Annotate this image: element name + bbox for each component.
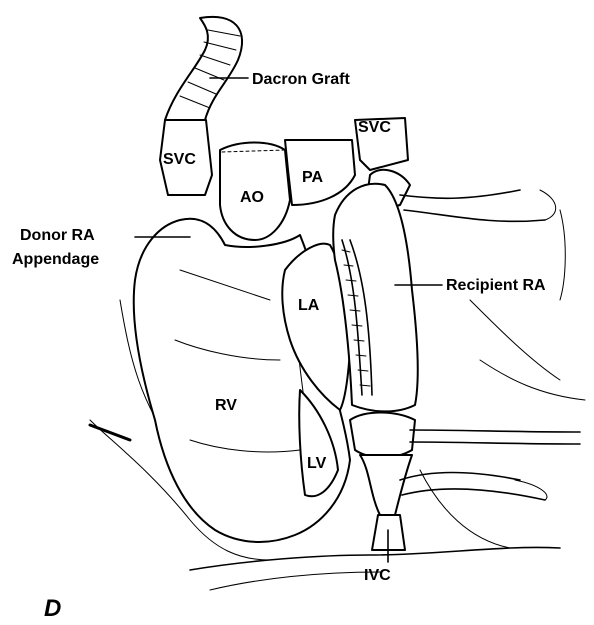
label-ao: AO (240, 189, 264, 206)
dacron-graft (165, 17, 242, 120)
label-lv: LV (307, 455, 327, 472)
label-la: LA (298, 297, 320, 314)
label-rv: RV (215, 397, 237, 414)
label-donor-ra-line2: Appendage (12, 251, 99, 268)
label-ivc: IVC (364, 567, 391, 584)
ivc-region (350, 413, 580, 551)
label-dacron-graft: Dacron Graft (252, 71, 350, 88)
label-svc-left: SVC (163, 151, 196, 168)
panel-letter: D (44, 595, 61, 622)
label-svc-right: SVC (358, 119, 391, 136)
label-recipient-ra: Recipient RA (446, 277, 546, 294)
label-donor-ra-line1: Donor RA (20, 227, 95, 244)
label-pa: PA (302, 169, 323, 186)
